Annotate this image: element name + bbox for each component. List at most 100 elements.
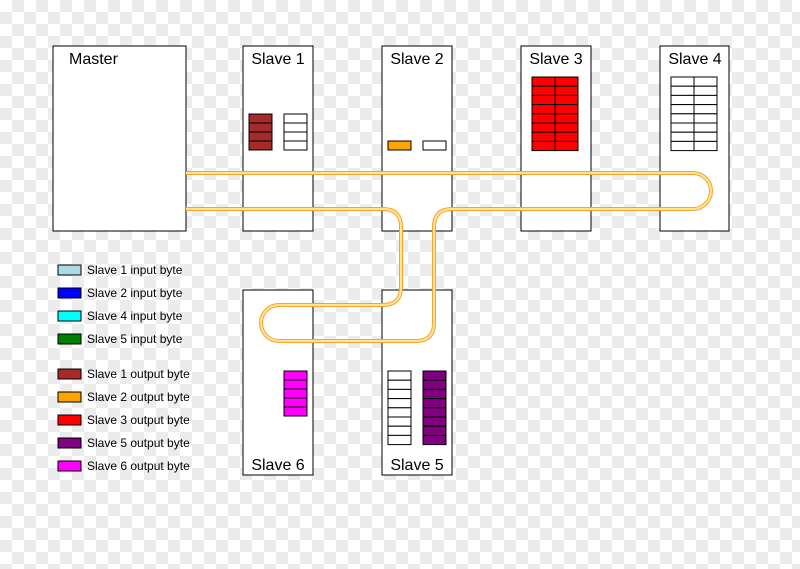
slave1-input-byte xyxy=(283,140,308,151)
slave1-input-byte xyxy=(283,122,308,133)
legend-label: Slave 5 input byte xyxy=(87,332,183,346)
slave4-input-byte xyxy=(670,85,695,96)
master-node: Master xyxy=(52,45,187,232)
slave3-output-byte xyxy=(554,76,579,87)
slave5-input-byte xyxy=(387,434,412,446)
legend-label: Slave 1 input byte xyxy=(87,263,183,277)
slave5-output-bytes xyxy=(422,370,447,446)
slave2-node: Slave 2 xyxy=(381,45,453,232)
slave3-output-byte xyxy=(554,94,579,106)
slave4-input-byte xyxy=(670,113,695,124)
slave6-output-byte xyxy=(283,406,308,417)
slave6-output-byte xyxy=(283,379,308,390)
slave5-output-byte xyxy=(422,370,447,381)
legend-label: Slave 2 output byte xyxy=(87,390,190,404)
slave6-output-byte xyxy=(283,388,308,399)
slave2-label: Slave 2 xyxy=(390,51,443,68)
legend-swatch xyxy=(57,310,82,322)
slave3-output-byte xyxy=(531,85,556,96)
legend-swatch xyxy=(57,368,82,380)
slave3-output-byte xyxy=(531,122,556,133)
slave1-output-bytes xyxy=(248,113,273,151)
slave5-input-byte xyxy=(387,425,412,436)
legend-swatch xyxy=(57,264,82,276)
legend-swatch xyxy=(57,414,82,426)
slave1-output-byte xyxy=(248,122,273,133)
slave5-output-byte xyxy=(422,407,447,418)
legend-label: Slave 5 output byte xyxy=(87,436,190,450)
slave3-output-byte xyxy=(554,85,579,96)
slave5-input-byte xyxy=(387,416,412,427)
legend-label: Slave 3 output byte xyxy=(87,413,190,427)
slave4-input-byte xyxy=(670,140,695,152)
legend-swatch xyxy=(57,333,82,345)
slave4-input-byte xyxy=(693,131,718,142)
slave4-input-byte xyxy=(693,113,718,124)
legend-label: Slave 2 input byte xyxy=(87,286,183,300)
slave6-output-bytes xyxy=(283,370,308,417)
slave4-input-byte xyxy=(693,140,718,152)
legend-label: Slave 6 output byte xyxy=(87,459,190,473)
slave4-input-byte xyxy=(693,85,718,96)
slave3-output-byte xyxy=(531,140,556,152)
slave6-output-byte xyxy=(283,397,308,408)
legend-swatch xyxy=(57,391,82,403)
slave4-input-byte xyxy=(670,131,695,142)
legend-label: Slave 1 output byte xyxy=(87,367,190,381)
slave5-output-byte xyxy=(422,388,447,400)
slave3-output-bytes xyxy=(531,76,579,152)
slave5-output-byte xyxy=(422,416,447,427)
slave3-output-byte xyxy=(554,104,579,115)
slave1-input-byte xyxy=(283,113,308,124)
slave3-label: Slave 3 xyxy=(529,51,582,68)
slave1-input-bytes xyxy=(283,113,308,151)
slave1-output-byte xyxy=(248,131,273,142)
slave4-input-byte xyxy=(670,104,695,115)
slave3-output-byte xyxy=(554,131,579,142)
legend-swatch xyxy=(57,437,82,449)
slave5-input-byte xyxy=(387,370,412,381)
slave1-output-byte xyxy=(248,140,273,151)
slave4-input-byte xyxy=(670,94,695,106)
slave4-label: Slave 4 xyxy=(668,51,721,68)
legend-label: Slave 4 input byte xyxy=(87,309,183,323)
slave2-box xyxy=(381,45,453,232)
slave4-input-byte xyxy=(693,122,718,133)
slave3-output-byte xyxy=(531,94,556,106)
slave3-output-byte xyxy=(554,113,579,124)
slave5-input-bytes xyxy=(387,370,412,446)
slave2-bytes xyxy=(387,140,447,151)
slave5-output-byte xyxy=(422,379,447,390)
slave5-output-byte xyxy=(422,434,447,446)
slave4-input-byte xyxy=(670,76,695,87)
slave5-output-byte xyxy=(422,398,447,409)
slave5-input-byte xyxy=(387,407,412,418)
slave4-input-byte xyxy=(693,76,718,87)
legend-swatch xyxy=(57,287,82,299)
slave2-output-byte xyxy=(387,140,412,151)
slave4-input-bytes xyxy=(670,76,718,152)
master-label: Master xyxy=(69,51,119,68)
slave3-output-byte xyxy=(554,122,579,133)
slave5-input-byte xyxy=(387,388,412,400)
slave1-label: Slave 1 xyxy=(251,51,304,68)
ring-return-line xyxy=(186,172,712,342)
slave5-label: Slave 5 xyxy=(390,457,443,474)
slave1-output-byte xyxy=(248,113,273,124)
slave6-output-byte xyxy=(283,370,308,381)
slave4-input-byte xyxy=(693,104,718,115)
slave6-label: Slave 6 xyxy=(251,457,304,474)
slave2-input-byte xyxy=(422,140,447,151)
slave3-output-byte xyxy=(531,104,556,115)
slave3-output-byte xyxy=(554,140,579,152)
legend-swatch xyxy=(57,460,82,472)
ring-path xyxy=(186,171,713,343)
slave1-input-byte xyxy=(283,131,308,142)
slave5-output-byte xyxy=(422,425,447,436)
slave3-output-byte xyxy=(531,131,556,142)
slave5-input-byte xyxy=(387,379,412,390)
slave4-input-byte xyxy=(693,94,718,106)
slave3-output-byte xyxy=(531,113,556,124)
